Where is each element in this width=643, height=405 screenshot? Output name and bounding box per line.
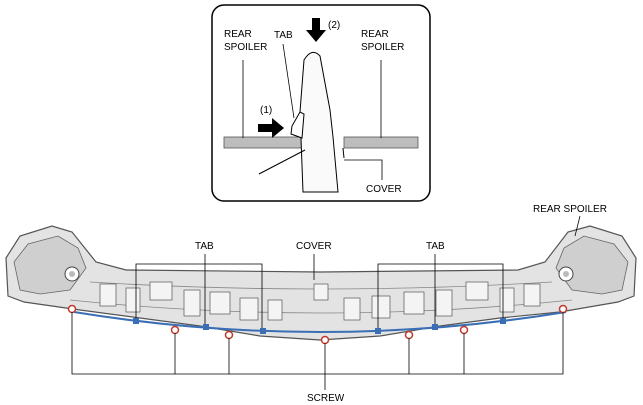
leader-lines-main	[71, 215, 581, 390]
screw	[67, 304, 77, 314]
tab-clip	[133, 318, 139, 324]
screw	[558, 304, 568, 314]
cover-edge	[73, 311, 567, 333]
bracket	[371, 295, 391, 319]
bracket	[499, 287, 515, 313]
inset-tab	[290, 111, 305, 139]
inset-cover-body	[299, 51, 339, 193]
leader-tab-right	[377, 263, 504, 328]
label-cover-main: COVER	[296, 241, 332, 252]
bracket	[435, 289, 453, 317]
screw	[459, 325, 469, 335]
bracket	[239, 297, 259, 321]
bracket	[465, 281, 489, 301]
boss-left-inner	[69, 271, 75, 277]
tab-clip	[375, 328, 381, 334]
tab-clip	[260, 328, 266, 334]
label-rear-spoiler-main: REAR SPOILER	[533, 204, 607, 215]
bracket	[99, 283, 117, 307]
inset-detail: REAR SPOILER TAB (2) REAR SPOILER (1) CO…	[211, 4, 431, 202]
screw	[224, 330, 234, 340]
leader-screw-outer	[71, 312, 564, 375]
inset-cover-flange	[258, 149, 306, 175]
label-screw: SCREW	[307, 393, 345, 404]
bracket	[183, 289, 201, 317]
bracket	[149, 281, 173, 301]
bracket	[209, 291, 231, 315]
boss-right-inner	[563, 271, 569, 277]
rear-spoiler-body	[5, 225, 637, 341]
inset-spoiler-bar-left	[223, 136, 305, 149]
label-tab-left: TAB	[195, 241, 214, 252]
label-step-1: (1)	[260, 105, 272, 116]
label-cover-inset: COVER	[366, 184, 402, 195]
inset-spoiler-bar-right	[343, 136, 419, 149]
rear-spoiler-assembly	[5, 225, 637, 345]
label-rear-spoiler-right-2: SPOILER	[361, 42, 404, 53]
bracket	[313, 283, 329, 301]
bracket	[125, 287, 141, 313]
screw	[170, 325, 180, 335]
bracket	[523, 283, 541, 307]
label-step-2: (2)	[328, 20, 340, 31]
tab-clip	[500, 318, 506, 324]
label-rear-spoiler-right-1: REAR	[361, 29, 389, 40]
push-arrow-right	[258, 118, 284, 138]
label-tab-inset: TAB	[274, 30, 293, 41]
label-rear-spoiler-left-1: REAR	[224, 29, 252, 40]
tab-clip	[203, 324, 209, 330]
screw	[404, 330, 414, 340]
leader-tab-left	[135, 263, 263, 328]
push-arrow-down	[306, 18, 326, 42]
bracket	[403, 291, 425, 315]
inset-cover-edge	[342, 147, 345, 159]
screw	[320, 335, 330, 345]
bracket-blocks	[99, 281, 541, 321]
leader-cover-inset	[344, 159, 383, 180]
tab-clip	[432, 324, 438, 330]
leader-rear-spoiler-main	[574, 215, 581, 237]
tab-clips	[133, 318, 506, 334]
label-tab-right: TAB	[426, 241, 445, 252]
bracket	[267, 299, 283, 321]
right-wing-detail	[555, 235, 629, 295]
leader-tab-inset	[282, 43, 295, 119]
label-rear-spoiler-left-2: SPOILER	[224, 42, 267, 53]
bracket	[343, 297, 361, 321]
